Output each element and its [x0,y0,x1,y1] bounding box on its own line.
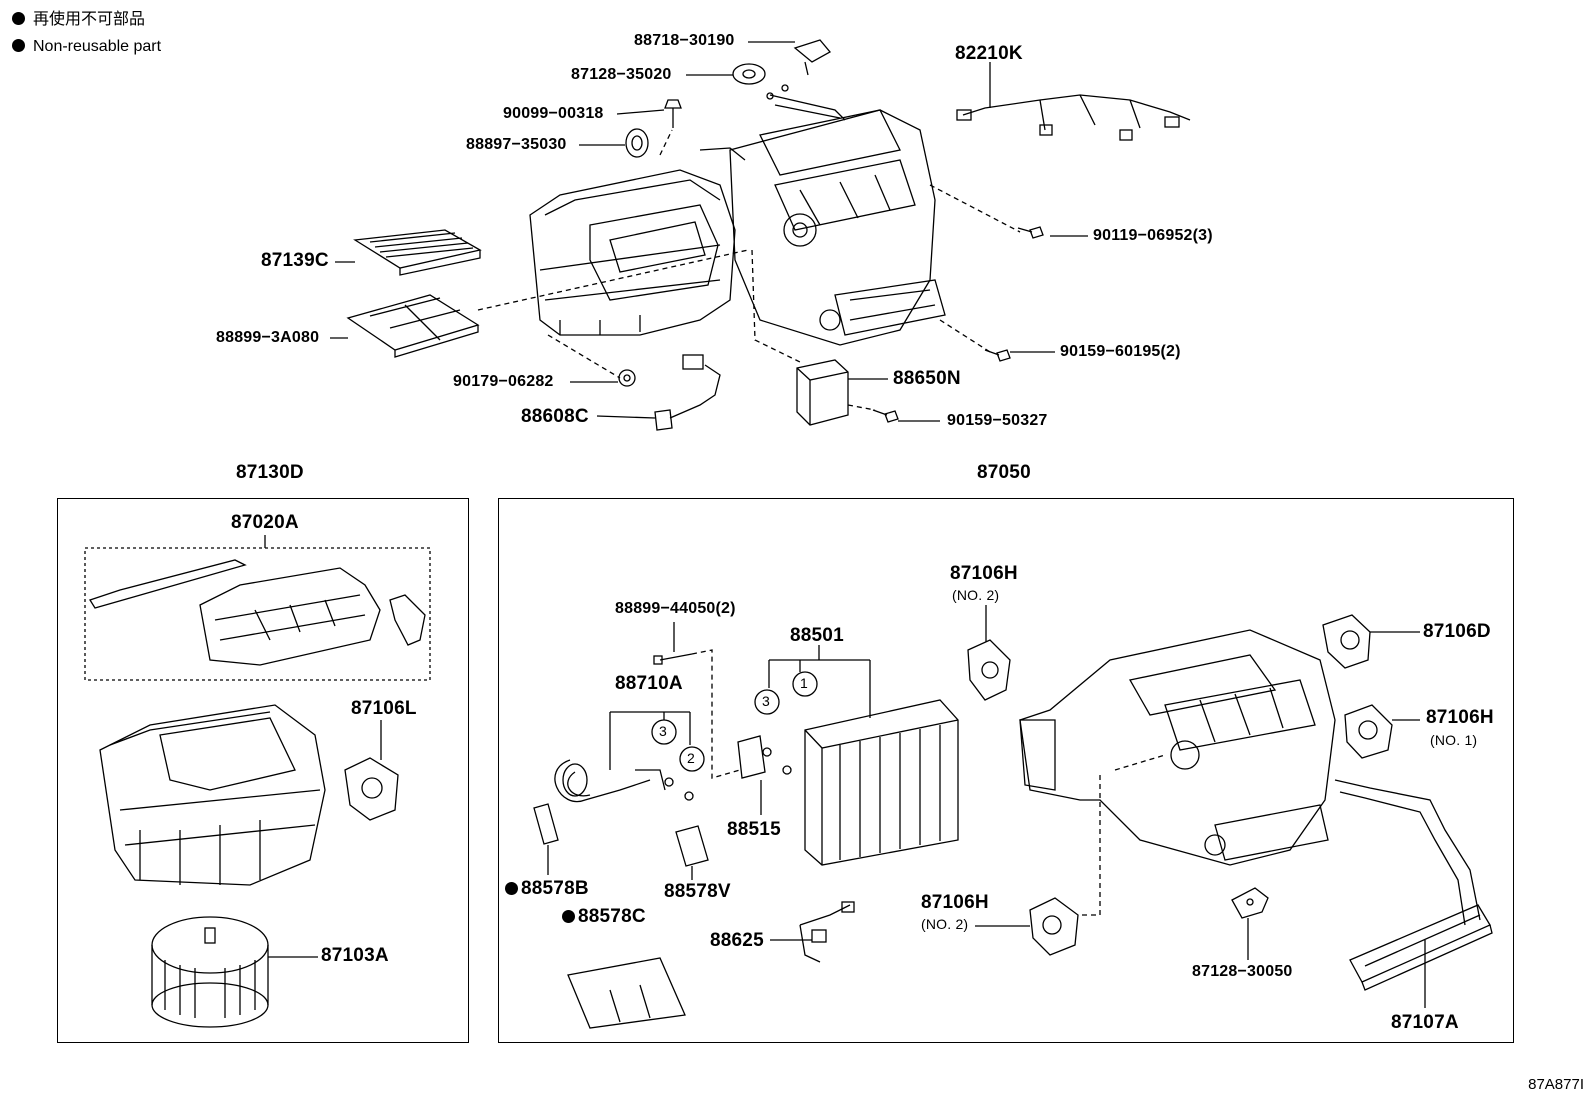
part-label-87106d[interactable]: 87106D [1423,621,1491,642]
part-label-87103a[interactable]: 87103A [321,945,389,966]
part-sublabel-no2-bottom: (NO. 2) [921,916,969,932]
part-label-90119-06952[interactable]: 90119−06952(3) [1093,227,1213,244]
hvac-assembly-illustration [346,39,1191,431]
part-label-90159-60195[interactable]: 90159−60195(2) [1060,343,1181,360]
group-frame-87130d [57,498,469,1043]
non-reusable-dot-icon [12,39,25,52]
part-label-90179-06282[interactable]: 90179−06282 [453,373,554,390]
figure-reference-code: 87A877I [1528,1076,1584,1093]
part-label-88718-30190[interactable]: 88718−30190 [634,32,735,49]
part-label-87106h-no2-top[interactable]: 87106H [950,563,1018,584]
part-label-88578c[interactable]: 88578C [562,906,646,928]
part-label-87128-35020[interactable]: 87128−35020 [571,66,672,83]
legend-english: Non-reusable part [12,37,161,57]
part-label-87106h-no2-bottom[interactable]: 87106H [921,892,989,913]
part-label-88578v[interactable]: 88578V [664,881,731,902]
callout-3-circle [651,719,677,745]
part-label-87106h-no1[interactable]: 87106H [1426,707,1494,728]
part-label-88515[interactable]: 88515 [727,819,781,840]
callout-3-circle [754,689,780,715]
group-frame-87050 [498,498,1514,1043]
part-label-90099-00318[interactable]: 90099−00318 [503,105,604,122]
part-label-88501[interactable]: 88501 [790,625,844,646]
callout-3: 3 [762,693,770,709]
part-label-88578b[interactable]: 88578B [505,878,589,900]
leader-lines [264,41,1426,1008]
part-label-88897-35030[interactable]: 88897−35030 [466,136,567,153]
non-reusable-dot-icon [12,12,25,25]
part-sublabel-no1: (NO. 1) [1430,732,1478,748]
callout-2-circle [679,746,705,772]
part-label-88899-3a080[interactable]: 88899−3A080 [216,329,320,346]
non-reusable-dot-icon [562,910,575,923]
callout-1: 1 [800,675,808,691]
part-label-87020a[interactable]: 87020A [231,512,299,533]
part-label-87128-30050[interactable]: 87128−30050 [1192,963,1293,980]
part-sublabel-no2-top: (NO. 2) [952,587,1000,603]
part-label-88608c[interactable]: 88608C [521,406,589,427]
callout-2: 2 [687,750,695,766]
group-title-87050[interactable]: 87050 [977,462,1031,483]
evaporator-assembly-illustration [533,614,1493,1029]
callout-1-circle [792,671,818,697]
part-label-88710a[interactable]: 88710A [615,673,683,694]
part-label-82210k[interactable]: 82210K [955,43,1023,64]
part-label-87107a[interactable]: 87107A [1391,1012,1459,1033]
part-label-88650n[interactable]: 88650N [893,368,961,389]
group-title-87130d[interactable]: 87130D [236,462,304,483]
legend-japanese: 再使用不可部品 [12,10,145,30]
callout-3: 3 [659,723,667,739]
part-label-87139c[interactable]: 87139C [261,250,329,271]
part-label-88899-44050[interactable]: 88899−44050(2) [615,600,736,617]
non-reusable-dot-icon [505,882,518,895]
part-label-88625[interactable]: 88625 [710,930,764,951]
part-label-90159-50327[interactable]: 90159−50327 [947,412,1048,429]
blower-assembly-illustration [84,547,431,1028]
part-label-87106l[interactable]: 87106L [351,698,417,719]
